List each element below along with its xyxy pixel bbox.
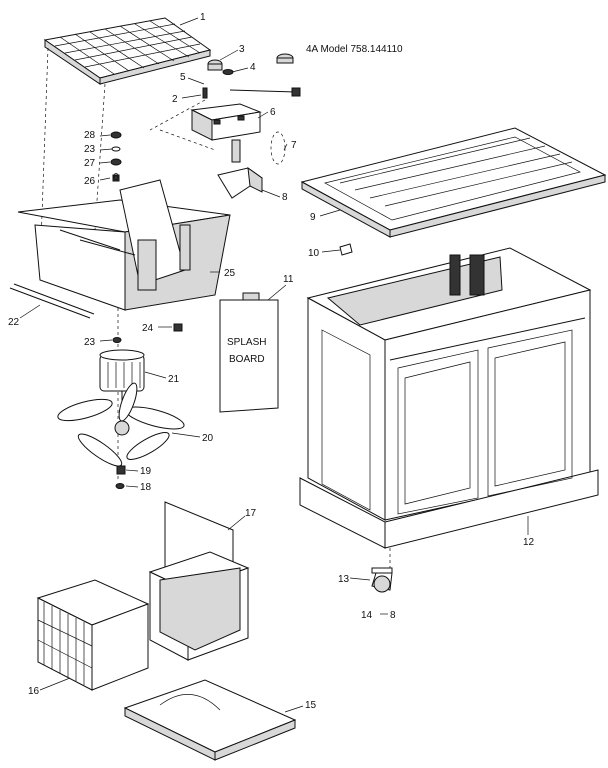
callout-12: 12 xyxy=(523,537,535,548)
callout-23a: 23 xyxy=(84,144,96,155)
callout-26-pair: 6 xyxy=(113,172,119,183)
part-base-pan xyxy=(17,179,231,311)
callout-28: 28 xyxy=(84,130,96,141)
part-rail xyxy=(9,283,95,319)
part-caster xyxy=(371,567,393,593)
callout-3: 3 xyxy=(239,44,245,55)
part-grille xyxy=(43,17,212,85)
callout-2: 2 xyxy=(172,94,178,105)
part-splash-board: SPLASH BOARD xyxy=(219,292,279,413)
callout-13: 13 xyxy=(338,574,350,585)
callout-5: 5 xyxy=(180,72,186,83)
callout-11: 11 xyxy=(283,274,294,285)
callout-21: 21 xyxy=(168,374,180,385)
callout-8: 8 xyxy=(282,192,288,203)
splash-board-text-2: BOARD xyxy=(229,354,265,365)
callout-23b: 23 xyxy=(84,337,96,348)
callout-18: 18 xyxy=(140,482,152,493)
part-water-tray xyxy=(123,679,297,761)
callout-6: 6 xyxy=(270,107,276,118)
callout-4: 4 xyxy=(250,62,256,73)
callout-27: 27 xyxy=(84,158,96,169)
part-fastener-stack xyxy=(110,131,122,182)
part-o-ring xyxy=(270,131,286,165)
model-label: 4A Model 758.144110 xyxy=(306,44,403,55)
part-float xyxy=(217,166,263,199)
part-latch xyxy=(339,243,353,256)
part-top-panel xyxy=(300,127,607,238)
part-clip xyxy=(173,323,183,332)
part-control-box xyxy=(190,103,262,163)
callout-17: 17 xyxy=(245,508,257,519)
callout-26: 26 xyxy=(84,176,96,187)
part-pad xyxy=(36,579,150,691)
callout-24: 24 xyxy=(142,323,154,334)
part-filter-frame xyxy=(148,501,250,661)
callout-16: 16 xyxy=(28,686,40,697)
callout-10: 10 xyxy=(308,248,320,259)
callout-labels: 1 2 3 4 5 6 7 8 9 10 11 12 13 14 8 15 16… xyxy=(8,12,535,711)
part-knobs xyxy=(202,53,301,99)
splash-board-text-1: SPLASH xyxy=(227,337,266,348)
callout-14: 14 xyxy=(361,610,373,621)
part-washer xyxy=(115,483,125,489)
part-motor xyxy=(99,349,145,402)
part-hub-nut xyxy=(116,465,126,475)
callout-7: 7 xyxy=(291,140,297,151)
callout-19: 19 xyxy=(140,466,152,477)
callout-9: 9 xyxy=(310,212,316,223)
callout-22: 22 xyxy=(8,317,20,328)
part-cabinet xyxy=(299,247,599,549)
callout-15: 15 xyxy=(305,700,317,711)
callout-14-pair: 8 xyxy=(390,610,396,621)
part-nut xyxy=(112,337,122,343)
callout-25: 25 xyxy=(224,268,236,279)
callout-20: 20 xyxy=(202,433,214,444)
callout-1: 1 xyxy=(200,12,206,23)
part-fan-blade xyxy=(57,382,185,467)
